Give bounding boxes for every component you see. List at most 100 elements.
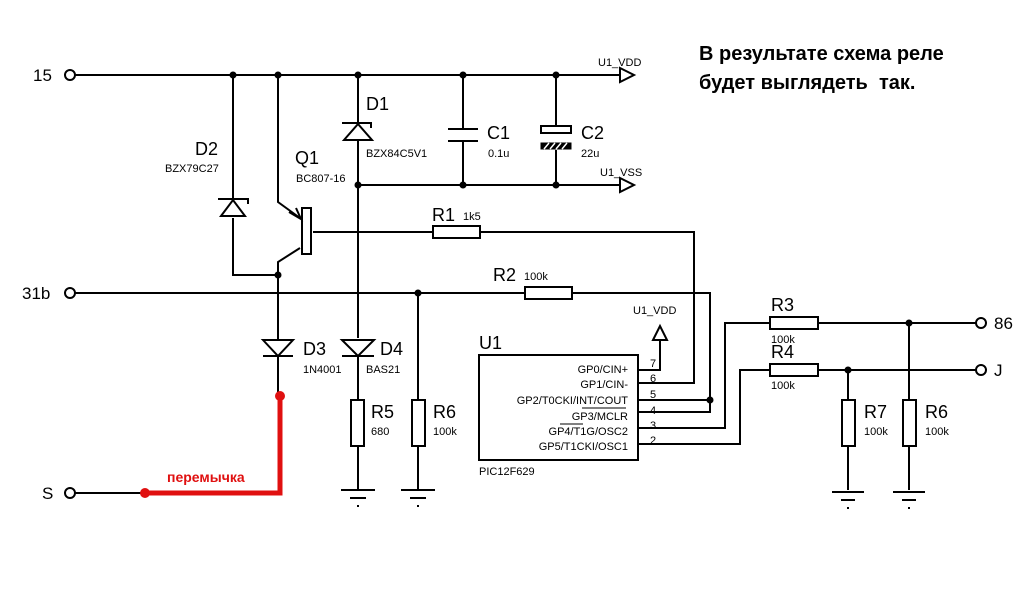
net-flag-vdd-chip: U1_VDD: [633, 305, 676, 341]
terminal-s-label: S: [42, 484, 53, 503]
wire-r1: [313, 231, 695, 384]
jumper-wire: [145, 395, 283, 496]
r2-value: 100k: [524, 271, 548, 283]
note-line-2: будет выглядеть так.: [699, 72, 916, 94]
junctions: [229, 71, 913, 404]
net-label: U1_VSS: [600, 167, 642, 179]
net-label: U1_VDD: [633, 305, 676, 317]
terminal-86-pad: [975, 317, 987, 329]
capacitor-hatch: [543, 142, 568, 150]
arrow-right-icon: [619, 66, 637, 84]
pin-name: GP4/T1G/OSC2: [549, 426, 628, 438]
junction-dot: [844, 366, 852, 374]
c2-value: 22u: [581, 148, 599, 160]
terminal-31b-pad: [64, 287, 76, 299]
q1-ref: Q1: [295, 148, 319, 168]
junction-dot: [274, 271, 282, 279]
zener-d1: D1 BZX84C5V1: [341, 94, 427, 160]
pin-number: 4: [650, 405, 656, 417]
c1-ref: C1: [487, 123, 510, 143]
pin-name: GP0/CIN+: [578, 364, 628, 376]
diode-d4: D4 BAS21: [339, 339, 403, 376]
junction-dot: [552, 71, 560, 79]
terminal-15-label: 15: [33, 66, 52, 85]
r4-ref: R4: [771, 342, 794, 362]
r5-value: 680: [371, 426, 389, 438]
ic-pin: GP3/MCLR 4: [572, 405, 656, 423]
net-label: U1_VDD: [598, 57, 641, 69]
wire-pin2-r4: [638, 369, 976, 445]
grounds: [341, 489, 925, 509]
zener-diode-icon: [341, 122, 375, 141]
resistor-r3: R3 100k: [769, 295, 819, 346]
ground-icon: [893, 491, 925, 509]
jumper-label: перемычка: [167, 469, 245, 485]
wire-d2: [232, 75, 278, 276]
c2-ref: C2: [581, 123, 604, 143]
d4-value: BAS21: [366, 364, 400, 376]
resistor-icon: [902, 399, 917, 447]
c1-value: 0.1u: [488, 148, 509, 160]
pin-number: 5: [650, 389, 656, 401]
resistor-icon: [432, 225, 481, 239]
note-line-1: В результате схема реле: [699, 43, 944, 65]
pin-name: GP2/T0CKI/INT/COUT: [517, 395, 629, 407]
arrow-right-icon: [619, 176, 637, 194]
transistor-arrow-icon: [288, 207, 304, 222]
resistor-r7: R7 100k: [841, 399, 888, 447]
resistor-r2: R2 100k: [493, 265, 573, 300]
r6-right-ref: R6: [925, 402, 948, 422]
ic-pin: GP1/CIN- 6: [580, 373, 656, 391]
zener-bar: [342, 122, 372, 128]
capacitor-c1: C1 0.1u: [448, 123, 510, 160]
junction-dot: [459, 181, 467, 189]
resistor-r5: R5 680: [350, 399, 394, 447]
r4-value: 100k: [771, 380, 795, 392]
terminal-15: 15: [33, 66, 76, 85]
diode-icon: [260, 339, 296, 358]
r1-value: 1k5: [463, 211, 481, 223]
net-flag-vss-top: U1_VSS: [600, 167, 642, 194]
ic-pin: GP0/CIN+ 7: [578, 358, 657, 376]
ground-icon: [832, 491, 864, 509]
resistor-r6-right: R6 100k: [902, 399, 949, 447]
d3-ref: D3: [303, 339, 326, 359]
jumper: перемычка: [140, 391, 285, 498]
jumper-dot-end: [275, 391, 285, 401]
r6-left-ref: R6: [433, 402, 456, 422]
terminal-31b: 31b: [22, 284, 76, 303]
arrow-up-icon: [651, 323, 669, 341]
wire-pin3-r3: [638, 322, 976, 429]
capacitor-c2: C2 22u: [540, 123, 604, 160]
junction-dot: [354, 181, 362, 189]
resistor-icon: [350, 399, 365, 447]
pin-name: GP3/MCLR: [572, 411, 628, 423]
r1-ref: R1: [432, 205, 455, 225]
zener-diode-icon: [219, 198, 247, 217]
resistor-icon: [769, 363, 819, 377]
resistor-r4: R4 100k: [769, 342, 819, 392]
annotation-note: В результате схема реле будет выглядеть …: [699, 40, 944, 98]
r2-ref: R2: [493, 265, 516, 285]
terminal-s: S: [42, 484, 76, 503]
q1-value: BC807-16: [296, 173, 346, 185]
capacitor-icon: [448, 128, 478, 142]
d4-ref: D4: [380, 339, 403, 359]
r3-value: 100k: [771, 334, 795, 346]
r3-ref: R3: [771, 295, 794, 315]
ground-icon: [401, 489, 435, 507]
diode-d3: D3 1N4001: [260, 339, 342, 376]
d3-value: 1N4001: [303, 364, 342, 376]
wire-q1-collector: [277, 247, 301, 395]
terminal-j-label: J: [994, 361, 1003, 380]
diode-icon: [339, 339, 377, 358]
r7-value: 100k: [864, 426, 888, 438]
resistor-r1: R1 1k5: [432, 205, 481, 239]
d1-value: BZX84C5V1: [366, 148, 427, 160]
u1-value: PIC12F629: [479, 466, 535, 478]
ic-pin: GP4/T1G/OSC2 3: [549, 420, 657, 438]
terminal-86: 86: [975, 314, 1013, 333]
resistor-icon: [841, 399, 856, 447]
pin-number: 2: [650, 435, 656, 447]
r5-ref: R5: [371, 402, 394, 422]
